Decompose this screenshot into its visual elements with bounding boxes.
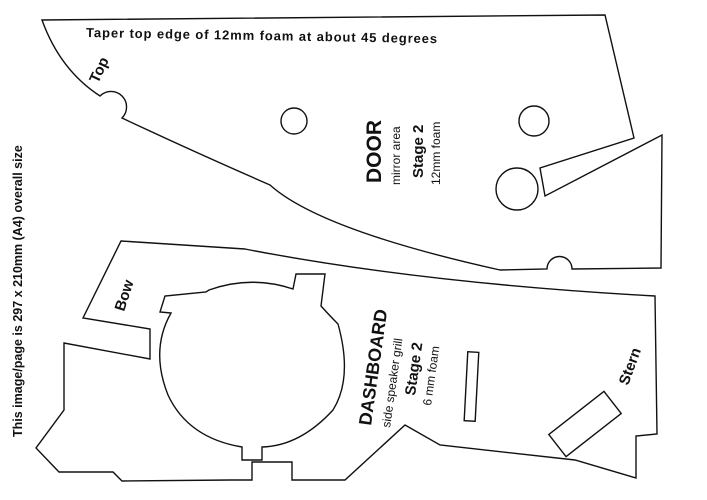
door-template-outline — [41, 14, 663, 271]
door-hole-large — [495, 167, 539, 211]
door-title: DOOR — [363, 120, 386, 183]
speaker-cutout — [159, 273, 346, 461]
vent-slot — [463, 351, 480, 423]
door-hole-small-right — [518, 105, 550, 137]
stern-slot — [547, 390, 623, 458]
door-stage: Stage 2 — [410, 125, 427, 178]
door-foam: 12mm foam — [429, 122, 443, 185]
door-hole-small-left — [280, 107, 308, 135]
door-taper-instruction: Taper top edge of 12mm foam at about 45 … — [86, 25, 438, 46]
page-size-note: This image/page is 297 x 210mm (A4) over… — [11, 145, 25, 437]
door-subtitle: mirror area — [389, 126, 403, 185]
